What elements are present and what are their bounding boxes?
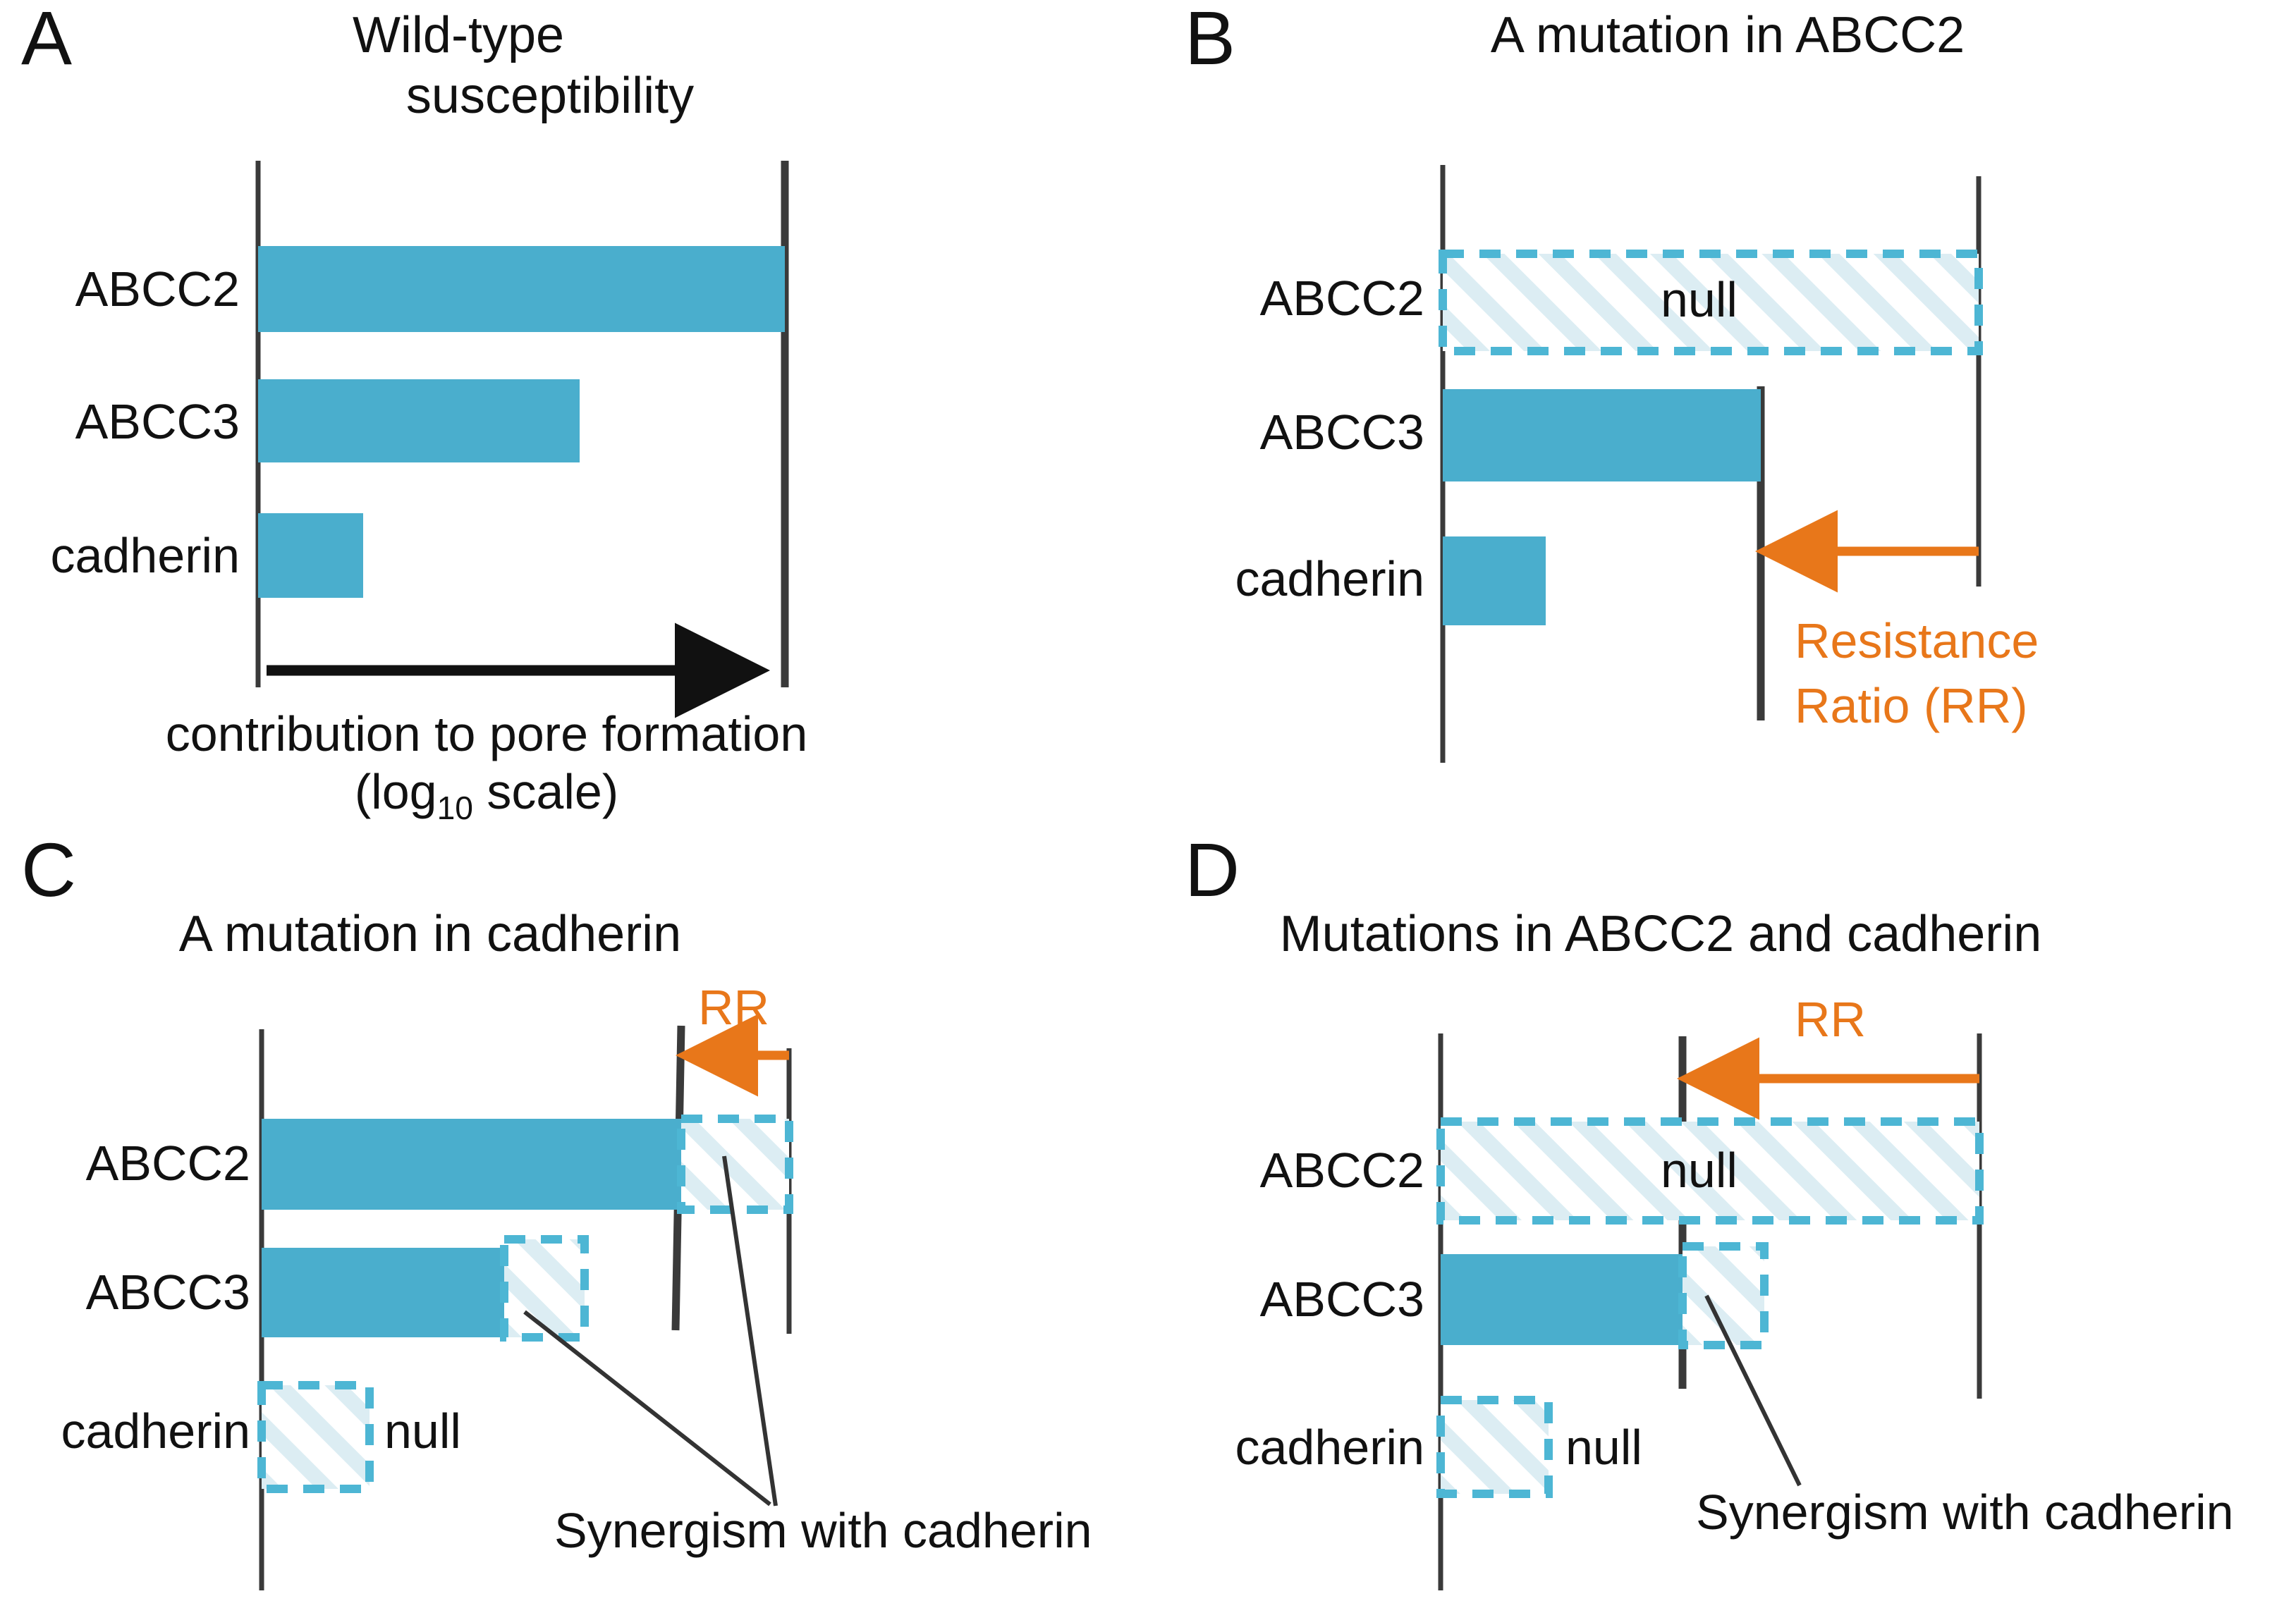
- panel-d-row-label-cadherin: cadherin: [1235, 1420, 1424, 1475]
- panel-a-row-label-abcc3: ABCC3: [75, 394, 240, 449]
- panel-a-title-line1: Wild-type: [352, 7, 565, 63]
- panel-c-row-label-abcc2: ABCC2: [85, 1136, 250, 1191]
- panel-c-synergy-box-abcc3: [500, 1235, 589, 1342]
- panel-a-row-label-abcc2: ABCC2: [75, 262, 240, 317]
- panel-c-synergy-box-abcc2: [677, 1115, 793, 1214]
- panel-d-rr-label: RR: [1795, 992, 1867, 1047]
- panel-d-null-box-abcc2: [1436, 1117, 1984, 1225]
- panel-d-row-label-abcc3: ABCC3: [1259, 1272, 1424, 1327]
- panel-b-row-label-abcc3: ABCC3: [1259, 405, 1424, 460]
- panel-d-bar-abcc3: [1441, 1254, 1683, 1345]
- panel-c-bar-abcc3: [262, 1248, 504, 1337]
- panel-b-graphics: [1439, 165, 1983, 763]
- panel-d-null-text-cadherin: null: [1565, 1420, 1642, 1475]
- panel-a-row-label-cadherin: cadherin: [50, 528, 240, 583]
- panel-b-bar-cadherin: [1443, 536, 1546, 625]
- panel-b-title: A mutation in ABCC2: [1490, 7, 1965, 63]
- panel-b-rr-label-line2: Ratio (RR): [1795, 678, 2028, 733]
- panel-d-graphics: [1436, 1033, 1984, 1590]
- panel-d-row-label-abcc2: ABCC2: [1259, 1143, 1424, 1198]
- axis-caption-scale-suffix: scale): [472, 764, 619, 819]
- panel-c-synergism-label: Synergism with cadherin: [554, 1503, 1092, 1558]
- panel-b-null-box-abcc2: [1439, 250, 1983, 355]
- panel-d-letter: D: [1185, 827, 1240, 912]
- panel-d-title: Mutations in ABCC2 and cadherin: [1279, 906, 2042, 962]
- panel-c-letter: C: [21, 827, 76, 912]
- panel-a-axis-caption-line1: contribution to pore formation: [165, 706, 808, 761]
- panel-b-rr-label-line1: Resistance: [1795, 613, 2039, 668]
- panel-b-bar-abcc3: [1443, 389, 1761, 481]
- panel-a-title-line2: susceptibility: [405, 68, 695, 124]
- panel-c-graphics: [257, 1014, 793, 1590]
- panel-c-rr-label: RR: [698, 980, 770, 1035]
- panel-a-letter: A: [21, 0, 73, 80]
- panel-b-row-label-abcc2: ABCC2: [1259, 271, 1424, 326]
- panel-a-graphics: [255, 161, 789, 718]
- panel-d-null-box-cadherin: [1436, 1396, 1553, 1498]
- panel-a-axis-caption-line2: (log10 scale): [71, 763, 903, 828]
- panel-d-leader-line-abcc3: [1704, 1294, 1802, 1487]
- panel-a-bar-abcc3: [258, 379, 580, 462]
- axis-caption-log-subscript: 10: [436, 790, 473, 826]
- panel-d-synergism-label: Synergism with cadherin: [1696, 1485, 2234, 1540]
- panel-c-leader-line-abcc2: [722, 1155, 778, 1507]
- panel-b-row-label-cadherin: cadherin: [1235, 551, 1424, 606]
- panel-b-null-text-abcc2: null: [1661, 272, 1738, 327]
- panel-c-leader-line-abcc3: [523, 1310, 771, 1507]
- panel-a-bar-abcc2: [258, 246, 785, 332]
- panel-c-row-label-cadherin: cadherin: [61, 1404, 250, 1459]
- panel-d-null-text-abcc2: null: [1661, 1143, 1738, 1198]
- panel-b-letter: B: [1185, 0, 1236, 80]
- panel-a-bar-cadherin: [258, 513, 363, 598]
- panel-c-bar-abcc2: [262, 1119, 681, 1210]
- panel-c-row-label-abcc3: ABCC3: [85, 1265, 250, 1320]
- panel-c-null-text-cadherin: null: [384, 1404, 461, 1459]
- panel-c-title: A mutation in cadherin: [178, 906, 682, 962]
- panel-c-null-box-cadherin: [257, 1381, 374, 1493]
- axis-caption-log-prefix: (log: [354, 764, 437, 819]
